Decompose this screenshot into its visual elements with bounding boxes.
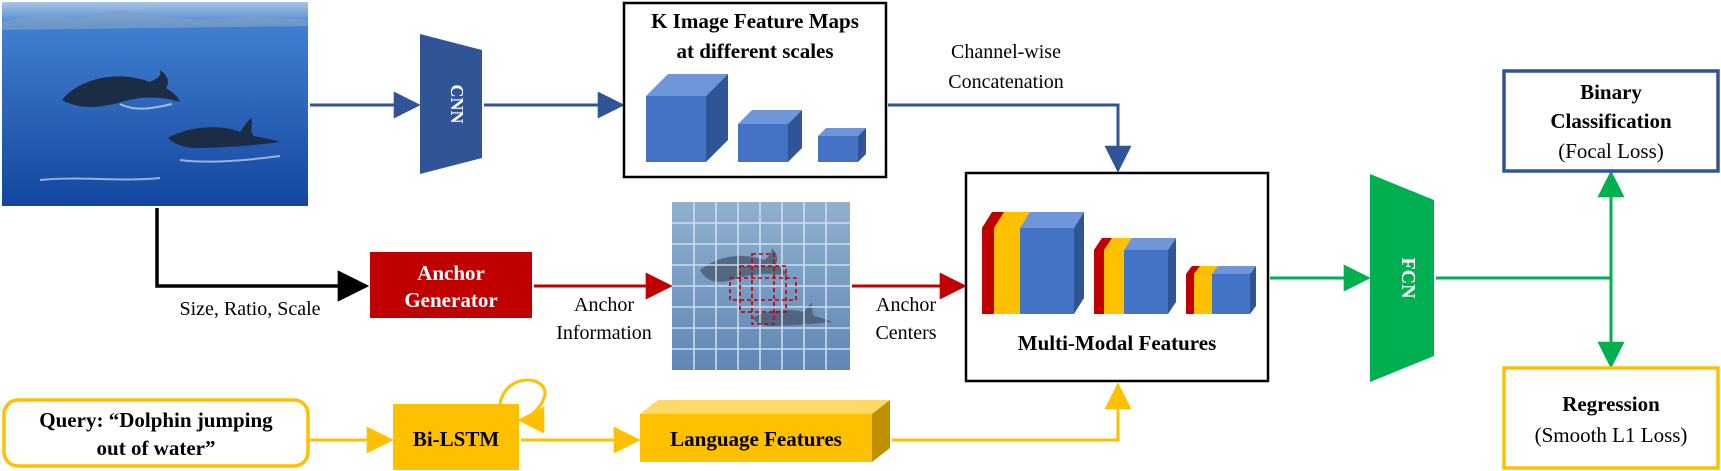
binary-classification-line3: (Focal Loss): [1558, 139, 1664, 163]
anchor-generator-block: Anchor Generator: [370, 252, 532, 318]
language-features-label: Language Features: [670, 427, 842, 451]
concat-label-line1: Channel-wise: [951, 41, 1061, 63]
anchor-info-label-line1: Anchor: [574, 294, 634, 316]
binary-classification-line1: Binary: [1580, 80, 1642, 104]
arrow-feature-maps-to-multimodal: [888, 103, 1132, 173]
feature-map-cube-small: [818, 128, 866, 162]
bilstm-recurrent-loop: [498, 378, 547, 434]
anchor-centers-label-line2: Centers: [875, 322, 936, 344]
arrow-language-features-to-multimodal: [892, 382, 1132, 442]
anchor-generator-line2: Generator: [404, 288, 497, 312]
dolphin-illustration: [62, 70, 280, 148]
regression-line2: (Smooth L1 Loss): [1535, 423, 1688, 447]
concat-label-line2: Concatenation: [948, 71, 1064, 93]
feature-maps-box: K Image Feature Maps at different scales: [622, 1, 888, 179]
bilstm-block: Bi-LSTM: [393, 404, 519, 470]
multimodal-stack-large: [982, 212, 1084, 314]
query-line1: Query: “Dolphin jumping: [39, 408, 273, 432]
anchor-generator-line1: Anchor: [417, 261, 485, 285]
regression-box: Regression (Smooth L1 Loss): [1502, 366, 1720, 470]
feature-map-cube-large: [646, 74, 728, 162]
multimodal-features-box: Multi-Modal Features: [964, 171, 1270, 383]
cnn-label: CNN: [447, 85, 467, 124]
multimodal-features-title: Multi-Modal Features: [1018, 331, 1217, 355]
feature-map-cube-medium: [738, 110, 802, 162]
feature-maps-title-line2: at different scales: [676, 39, 833, 63]
multimodal-stack-medium: [1094, 238, 1176, 314]
query-box: Query: “Dolphin jumping out of water”: [2, 398, 310, 468]
arrow-image-to-anchor-generator: [155, 208, 370, 302]
multimodal-stack-small: [1186, 266, 1256, 314]
bilstm-label: Bi-LSTM: [413, 427, 500, 451]
fcn-label: FCN: [1397, 257, 1419, 299]
feature-maps-title-line1: K Image Feature Maps: [651, 9, 859, 33]
anchor-info-label-line2: Information: [556, 322, 652, 344]
binary-classification-line2: Classification: [1550, 109, 1672, 133]
regression-line1: Regression: [1562, 392, 1660, 416]
input-image: [2, 2, 308, 206]
fcn-block: FCN: [1370, 174, 1434, 382]
anchor-grid-image: [672, 202, 850, 370]
size-ratio-scale-label: Size, Ratio, Scale: [179, 298, 320, 320]
anchor-centers-label-line1: Anchor: [876, 294, 936, 316]
cnn-block: CNN: [420, 34, 482, 174]
query-line2: out of water”: [97, 436, 216, 460]
binary-classification-box: Binary Classification (Focal Loss): [1502, 69, 1720, 173]
language-features-block: Language Features: [640, 400, 890, 462]
